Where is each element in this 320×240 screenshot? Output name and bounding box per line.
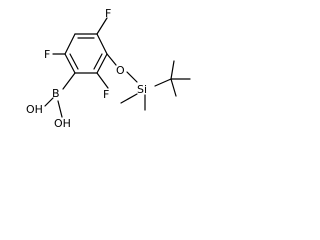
atom-hydroxyl-upper: OH (26, 103, 43, 116)
benzene-ring (64, 33, 108, 74)
chemical-structure: F F F O Si B OH OH (26, 7, 191, 130)
ring-bond-2 (96, 33, 108, 55)
bond-b-oh-lower (57, 100, 63, 118)
atom-fluorine-top: F (105, 7, 111, 20)
atom-silicon: Si (137, 83, 147, 96)
ring-bond-5 (64, 53, 76, 74)
bond-c-f-top (96, 17, 108, 35)
bond-o-si (126, 71, 138, 83)
ring-bond-6 (64, 33, 76, 55)
ring-double-bond-3 (69, 53, 79, 70)
bond-c-f-mid (96, 72, 109, 89)
ring-bond-3 (96, 53, 108, 74)
bond-si-methyl-left (120, 93, 138, 104)
bond-c-b (62, 72, 76, 90)
atom-fluorine-left: F (44, 48, 50, 61)
atom-boron: B (52, 87, 60, 100)
bond-tbu-methyl-up (170, 60, 175, 80)
atom-fluorine-mid: F (103, 88, 109, 101)
bond-tbu-methyl-down (170, 78, 177, 97)
bond-si-quaternary-c (154, 78, 172, 87)
bond-c-o (106, 53, 117, 66)
bond-b-oh-upper (44, 97, 54, 107)
atom-hydroxyl-lower: OH (54, 117, 71, 130)
ring-double-bond-2 (93, 53, 103, 70)
atom-oxygen: O (116, 64, 125, 77)
